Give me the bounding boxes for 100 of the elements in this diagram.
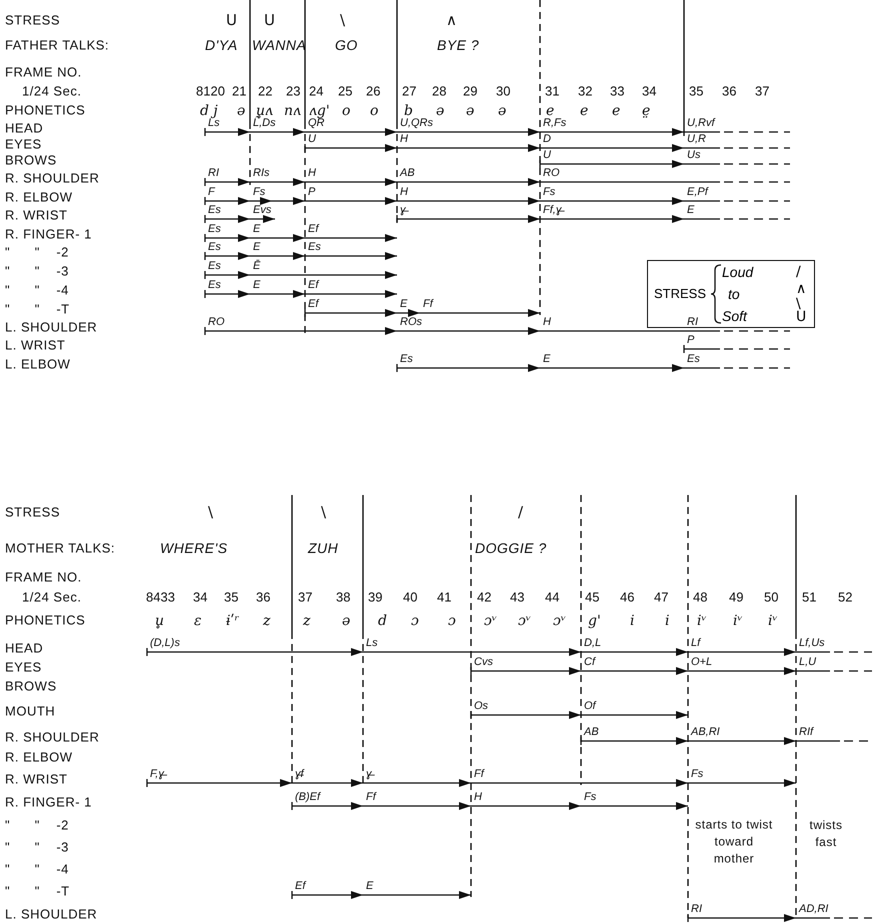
frame-number: 28 [432,84,446,98]
frame-number: 21 [232,84,246,98]
movement-code: H [543,316,551,328]
movement-code: E [253,279,260,291]
movement-code: RIf [799,726,814,738]
movement-code: E [253,223,260,235]
row-label: BROWS [5,678,57,694]
phonetic-symbol: ɔᵛ [553,613,566,629]
movement-code: H [400,133,408,145]
frame-number: 31 [545,84,560,98]
movement-code: Ls [366,637,378,649]
key-term: to [728,286,740,302]
frame-number: 44 [545,590,560,604]
movement-code: Ff [366,791,376,803]
row-label: " " -3 [5,840,69,854]
stress-mark: \ [340,11,346,29]
frame-number: 35 [224,590,238,604]
movement-code: Es [400,353,413,365]
frame-number: 37 [755,84,770,98]
movement-code: Lf [691,637,700,649]
row-label: L. WRIST [5,338,66,352]
movement-code: U [308,133,316,145]
movement-code: E [687,204,694,216]
phonetic-symbol: o [370,103,378,119]
frame-number: 8120 [196,84,225,98]
row-label: FRAME NO. [5,570,82,584]
frame-number: 47 [654,590,668,604]
frame-number: 36 [256,590,270,604]
movement-code: U [543,149,551,161]
spoken-word: GO [335,37,358,53]
frame-number: 22 [258,84,272,98]
phonetic-symbol: ɛ [194,613,202,629]
movement-code: Ef [295,880,306,892]
movement-code: RIs [253,167,270,179]
phonetic-symbol: d j [200,103,218,119]
phonetic-symbol: ə [436,103,444,119]
movement-code: RI [687,316,698,328]
movement-code: Es [208,223,221,235]
row-label: L. SHOULDER [5,320,98,334]
movement-code: Evs [253,204,272,216]
note-text: starts to twist toward mother [694,816,774,868]
frame-number: 41 [437,590,452,604]
stress-mark: ∧ [446,11,457,29]
movement-code: Lf,Us [799,637,825,649]
movement-code: Es [208,260,221,272]
key-term: Loud [722,264,754,280]
row-label: R. WRIST [5,772,68,786]
frame-number: 38 [336,590,350,604]
row-label: PHONETICS [5,102,86,118]
stress-mark: / [796,264,801,280]
phonetic-symbol: iᵛ [768,613,778,629]
phonetic-symbol: nʌ [284,103,301,119]
movement-code: D,L [584,637,602,649]
frame-number: 34 [193,590,208,604]
movement-code: Es [308,241,321,253]
frame-number: 50 [764,590,778,604]
frame-number: 48 [693,590,708,604]
frame-number: 36 [722,84,736,98]
phonetic-symbol: ə [466,103,474,119]
movement-code: AB [400,167,415,179]
movement-code: Ff [474,768,484,780]
phonetic-symbol: z [303,613,310,629]
movement-code: H [474,791,482,803]
frame-number: 33 [610,84,624,98]
stress-mark: / [518,503,524,521]
row-label: STRESS [5,504,60,520]
movement-code: O+L [691,656,712,668]
row-label: BROWS [5,152,57,168]
frame-number: 24 [309,84,324,98]
spoken-word: ZUH [308,540,338,556]
row-label: R. SHOULDER [5,170,100,186]
stress-mark: \ [208,503,214,521]
phonetic-symbol: ʌg' [309,103,330,119]
row-label: R. SHOULDER [5,730,100,744]
movement-code: RI [208,167,219,179]
movement-code: D [543,133,551,145]
movement-code: E [543,353,550,365]
movement-code: Ff [423,298,433,310]
row-label: R. WRIST [5,208,68,222]
movement-code: F [208,186,215,198]
movement-code: E [253,241,260,253]
movement-code: RO [208,316,224,328]
movement-code: AB,RI [691,726,720,738]
row-label: R. ELBOW [5,750,73,764]
movement-code: E [366,880,374,892]
movement-code: Os [474,700,488,712]
frame-number: 32 [578,84,592,98]
spoken-word: BYE ? [437,37,480,53]
movement-code: R,Fs [543,117,566,129]
movement-code: RO [543,167,560,179]
frame-number: 34 [642,84,656,98]
movement-code: L̂,Ds [253,117,276,129]
frame-number: 45 [585,590,600,604]
row-label: FATHER TALKS: [5,38,110,52]
row-label: " " -4 [5,862,69,876]
frame-number: 42 [477,590,492,604]
movement-code: Ls [208,117,220,129]
phonetic-symbol: iᵛ [733,613,743,629]
movement-code: Fs [691,768,704,780]
stress-mark: \ [796,296,801,312]
